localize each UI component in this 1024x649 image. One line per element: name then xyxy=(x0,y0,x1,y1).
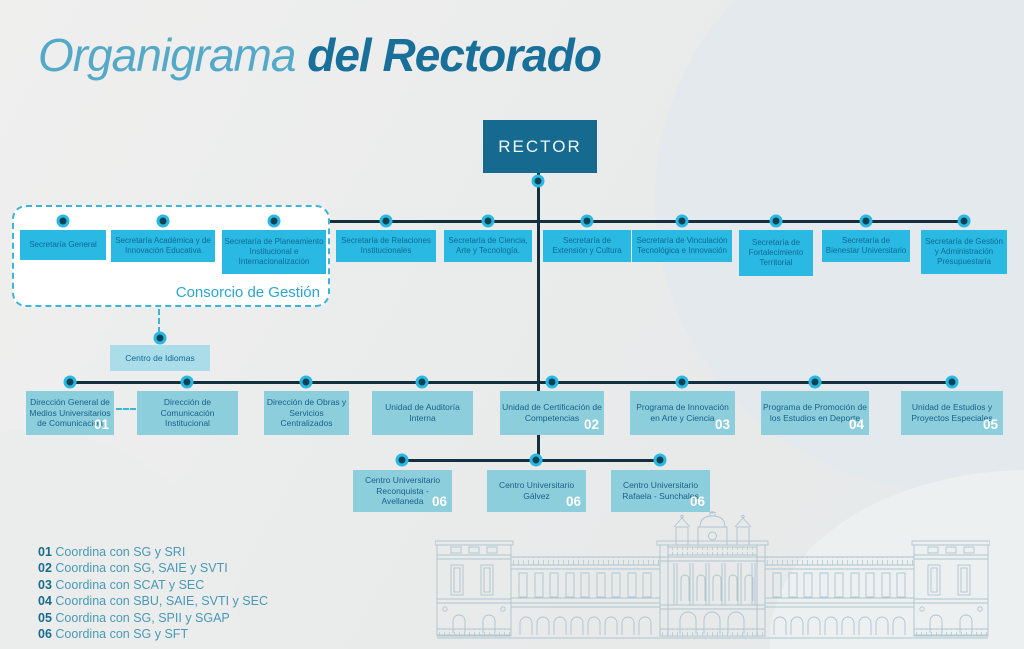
connector-line-row2 xyxy=(70,381,952,384)
coordination-badge: 06 xyxy=(431,494,447,510)
legend: 01 Coordina con SG y SRI 02 Coordina con… xyxy=(38,544,268,642)
org-box-label: Programa de Innovación en Arte y Ciencia xyxy=(636,402,729,423)
legend-item: 05 Coordina con SG, SPII y SGAP xyxy=(38,610,268,626)
org-box-label: Unidad de Auditoría Interna xyxy=(385,402,460,423)
legend-item: 01 Coordina con SG y SRI xyxy=(38,544,268,560)
legend-text: Coordina con SG y SFT xyxy=(55,627,189,642)
legend-text: Coordina con SG, SAIE y SVTI xyxy=(55,561,228,576)
org-box-comunicacion-institucional: Dirección de Comunicación Institucional xyxy=(137,391,238,435)
org-box-certificacion-competencias: Unidad de Certificación de Competencias … xyxy=(500,391,604,435)
connector-dot xyxy=(580,214,594,228)
org-box-label: Unidad de Estudios y Proyectos Especiale… xyxy=(911,402,993,423)
org-box-secretaria-extension: Secretaría de Extensión y Cultura xyxy=(543,230,631,262)
org-box-label: Dirección de Obras y Servicios Centraliz… xyxy=(266,397,347,429)
org-box-secretaria-gestion: Secretaría de Gestión y Administración P… xyxy=(921,230,1007,274)
legend-num: 03 xyxy=(38,577,52,592)
connector-dot xyxy=(153,331,167,345)
legend-num: 01 xyxy=(38,545,52,559)
org-box-secretaria-bienestar: Secretaría de Bienestar Universitario xyxy=(822,230,910,262)
org-box-secretaria-relaciones: Secretaría de Relaciones Institucionales xyxy=(336,230,436,262)
legend-text: Coordina con SG y SRI xyxy=(55,545,186,559)
legend-text: Coordina con SBU, SAIE, SVTI y SEC xyxy=(55,594,268,609)
org-box-medios-universitarios: Dirección General de Medios Universitari… xyxy=(26,391,114,435)
connector-dot xyxy=(156,214,170,228)
legend-num: 04 xyxy=(38,594,52,609)
legend-item: 04 Coordina con SBU, SAIE, SVTI y SEC xyxy=(38,593,268,609)
org-box-label: Centro Universitario Rafaela - Sunchales xyxy=(622,480,699,501)
connector-line-row1 xyxy=(63,220,966,223)
dashed-connector-medios-comunicacion xyxy=(116,408,136,410)
coordination-badge: 01 xyxy=(93,417,109,433)
connector-dot xyxy=(675,214,689,228)
coordination-badge: 04 xyxy=(848,417,864,433)
connector-dot xyxy=(56,214,70,228)
connector-dot xyxy=(653,453,667,467)
connector-dot xyxy=(945,375,959,389)
connector-dot xyxy=(531,174,545,188)
org-box-obras-servicios: Dirección de Obras y Servicios Centraliz… xyxy=(264,391,349,435)
university-building-icon xyxy=(435,511,990,639)
org-box-rector: RECTOR xyxy=(483,120,597,173)
org-box-label: Unidad de Certificación de Competencias xyxy=(502,402,602,423)
connector-dot xyxy=(529,453,543,467)
coordination-badge: 05 xyxy=(982,417,998,433)
coordination-badge: 02 xyxy=(583,417,599,433)
connector-dot xyxy=(545,375,559,389)
org-box-centro-idiomas: Centro de Idiomas xyxy=(110,345,210,371)
org-box-centro-rafaela: Centro Universitario Rafaela - Sunchales… xyxy=(611,470,710,512)
org-box-centro-reconquista: Centro Universitario Reconquista - Avell… xyxy=(353,470,452,512)
page-title: Organigrama del Rectorado xyxy=(38,28,602,82)
title-bold: del Rectorado xyxy=(307,29,602,81)
connector-dot xyxy=(957,214,971,228)
connector-dot xyxy=(395,453,409,467)
org-box-secretaria-planeamiento: Secretaría de Planeamiento Institucional… xyxy=(222,230,326,274)
org-box-secretaria-academica: Secretaría Académica y de Innovación Edu… xyxy=(111,230,215,262)
legend-item: 02 Coordina con SG, SAIE y SVTI xyxy=(38,560,268,576)
org-box-innovacion-arte-ciencia: Programa de Innovación en Arte y Ciencia… xyxy=(630,391,735,435)
org-box-centro-galvez: Centro Universitario Gálvez 06 xyxy=(487,470,586,512)
legend-num: 06 xyxy=(38,627,52,642)
coordination-badge: 06 xyxy=(565,494,581,510)
org-box-promocion-deporte: Programa de Promoción de los Estudios en… xyxy=(761,391,869,435)
connector-dot xyxy=(299,375,313,389)
connector-line-vertical-main xyxy=(537,172,540,461)
connector-dot xyxy=(63,375,77,389)
legend-item: 06 Coordina con SG y SFT xyxy=(38,626,268,642)
org-box-estudios-proyectos: Unidad de Estudios y Proyectos Especiale… xyxy=(901,391,1003,435)
legend-num: 02 xyxy=(38,561,52,576)
connector-dot xyxy=(675,375,689,389)
consorcio-label: Consorcio de Gestión xyxy=(175,284,320,301)
coordination-badge: 06 xyxy=(689,494,705,510)
org-box-label: Dirección General de Medios Universitari… xyxy=(29,397,111,429)
connector-dot xyxy=(859,214,873,228)
org-box-secretaria-ciencia: Secretaría de Ciencia, Arte y Tecnología… xyxy=(444,230,532,262)
title-light: Organigrama xyxy=(38,29,296,81)
legend-text: Coordina con SG, SPII y SGAP xyxy=(55,610,230,625)
connector-dot xyxy=(379,214,393,228)
org-box-auditoria-interna: Unidad de Auditoría Interna xyxy=(372,391,473,435)
org-box-label: Programa de Promoción de los Estudios en… xyxy=(763,402,867,423)
legend-text: Coordina con SCAT y SEC xyxy=(55,577,205,592)
connector-dot xyxy=(808,375,822,389)
org-box-secretaria-vinculacion: Secretaría de Vinculación Tecnológica e … xyxy=(632,230,732,262)
coordination-badge: 03 xyxy=(714,417,730,433)
org-box-label: Centro Universitario Reconquista - Avell… xyxy=(364,475,441,507)
legend-item: 03 Coordina con SCAT y SEC xyxy=(38,577,268,593)
org-box-label: Dirección de Comunicación Institucional xyxy=(160,397,215,429)
connector-dot xyxy=(180,375,194,389)
connector-dot xyxy=(415,375,429,389)
connector-dot xyxy=(481,214,495,228)
org-box-secretaria-general: Secretaría General xyxy=(20,230,106,260)
org-box-label: Centro Universitario Gálvez xyxy=(498,480,575,501)
connector-dot xyxy=(267,214,281,228)
org-box-secretaria-fortalecimiento: Secretaría de Fortalecimiento Territoria… xyxy=(739,230,813,276)
dashed-connector-consorcio-idiomas xyxy=(158,309,160,333)
connector-dot xyxy=(769,214,783,228)
legend-num: 05 xyxy=(38,610,52,625)
